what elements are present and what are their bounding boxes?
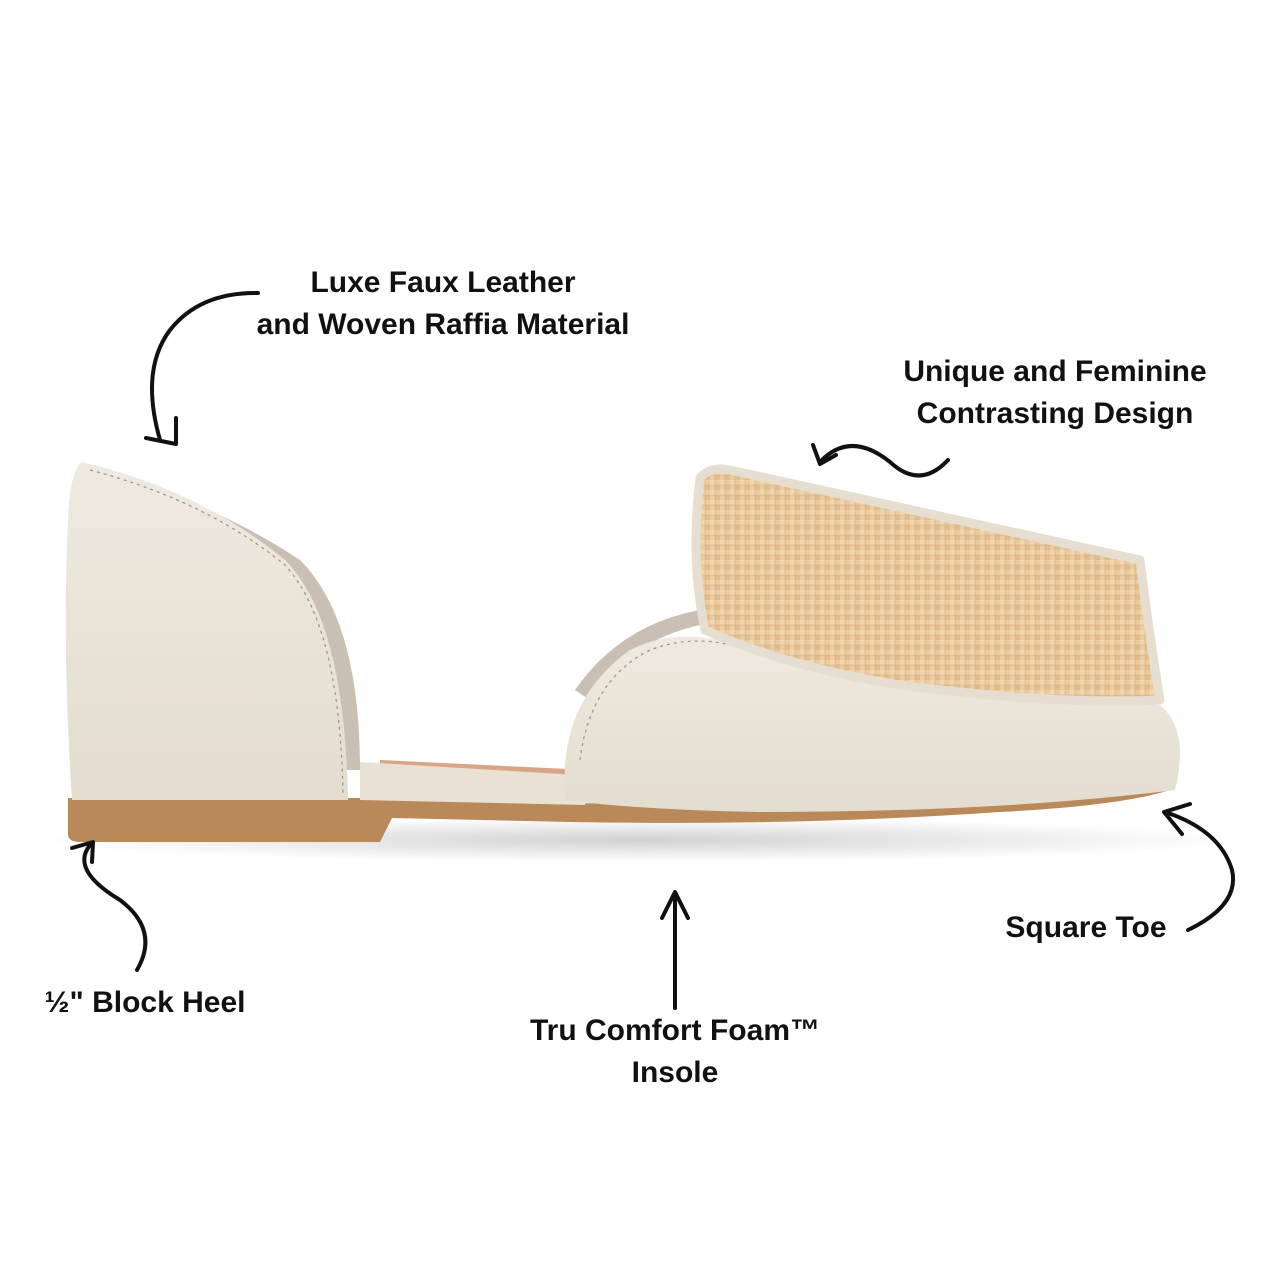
callout-material: Luxe Faux Leather and Woven Raffia Mater…: [226, 262, 660, 346]
arrowhead-toe-icon: [1162, 802, 1192, 836]
arrowhead-material-icon: [144, 416, 178, 446]
arrow-heel-icon: [82, 843, 148, 972]
callout-toe: Square Toe: [992, 907, 1180, 949]
callout-insole-line-2: Insole: [631, 1056, 719, 1089]
callout-insole-line-1: Tru Comfort Foam™: [530, 1014, 820, 1047]
arrowhead-design-icon: [811, 443, 838, 466]
callout-material-line-2: and Woven Raffia Material: [256, 308, 630, 341]
raffia-panel: [691, 464, 1165, 706]
callout-design-line-2: Contrasting Design: [916, 397, 1194, 430]
shoe-sole: [68, 780, 1170, 842]
arrow-material-icon: [150, 290, 260, 442]
callout-design-line-1: Unique and Feminine: [903, 355, 1207, 388]
shoe-vamp: [564, 636, 1180, 812]
arrow-toe-icon: [1163, 810, 1235, 932]
callout-insole: Tru Comfort Foam™ Insole: [505, 1010, 845, 1094]
arrow-design-icon: [818, 444, 950, 478]
shoe-arch-strap: [360, 762, 595, 805]
callout-design: Unique and Feminine Contrasting Design: [880, 351, 1230, 435]
arrowhead-insole-icon: [660, 890, 690, 920]
callout-material-line-1: Luxe Faux Leather: [310, 266, 576, 299]
shoe-heel-counter: [65, 462, 348, 800]
callout-toe-line-1: Square Toe: [1005, 911, 1167, 944]
callout-heel: ½" Block Heel: [26, 982, 264, 1024]
arrowhead-heel-icon: [70, 840, 95, 864]
callout-heel-line-1: ½" Block Heel: [44, 986, 246, 1019]
